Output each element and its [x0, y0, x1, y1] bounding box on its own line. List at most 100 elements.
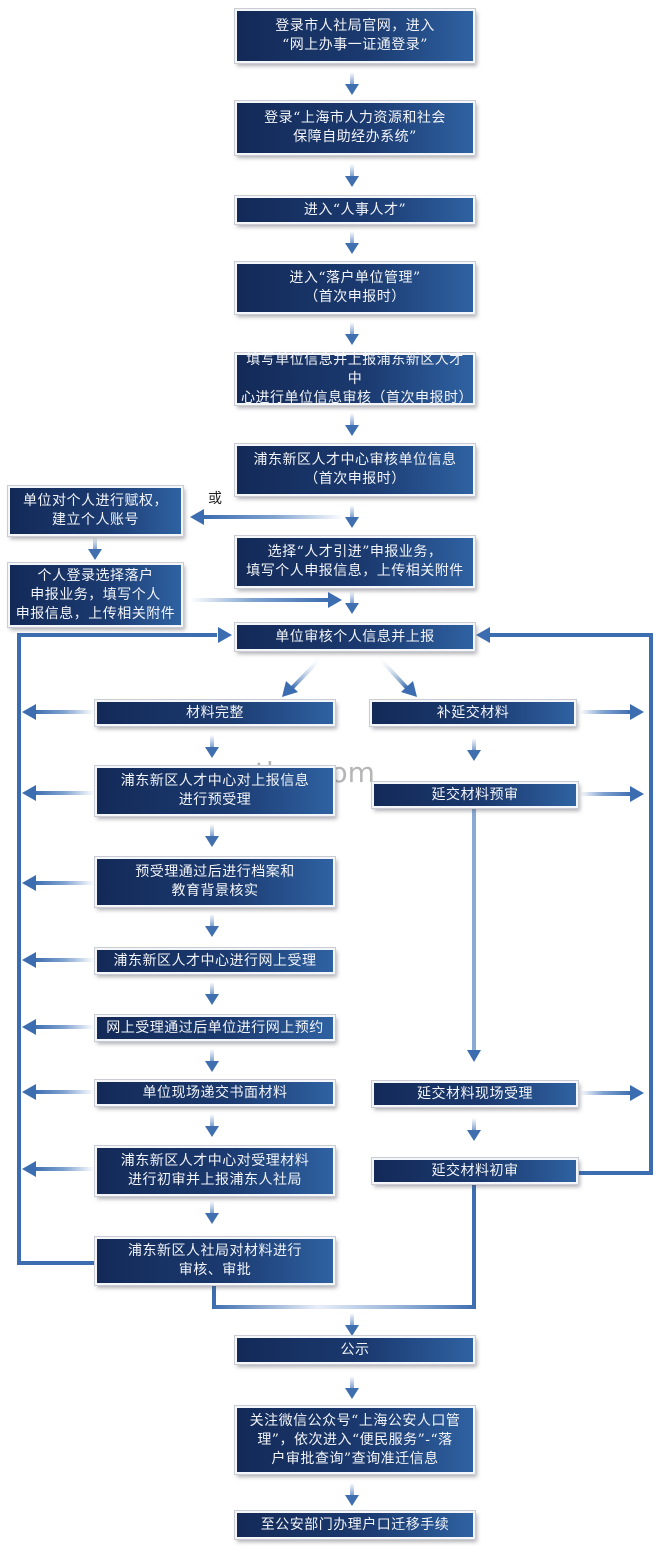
down-arrow-l6: [205, 1114, 219, 1138]
step-text-line: 预受理通过后进行档案和: [135, 864, 295, 880]
down-arrow-alt: [88, 537, 102, 561]
down-arrow-7: [345, 591, 359, 615]
right-side-arrowhead-1: [630, 704, 644, 720]
step-text-line: 审核、审批: [178, 1262, 252, 1278]
step-final-approval: 浦东新区人社局对材料进行审核、审批: [95, 1237, 335, 1285]
step-supplement-materials: 补延交材料: [370, 700, 576, 726]
or-branch-arrow: [204, 515, 344, 519]
step-individual-login-apply: 个人登录选择落户申报业务，填写个人申报信息，上传相关附件: [8, 563, 183, 627]
step-pre-acceptance: 浦东新区人才中心对上报信息进行预受理: [95, 766, 335, 816]
right-loop-line-vertical: [649, 633, 653, 1175]
down-arrow-5: [345, 413, 359, 437]
down-arrow-l7: [205, 1201, 219, 1225]
left-side-arrowhead-6: [22, 1084, 36, 1100]
down-arrow-l2: [205, 824, 219, 848]
left-loop-line-top: [17, 633, 217, 637]
or-branch-arrowhead: [190, 509, 204, 525]
step-supplement-onsite-acceptance: 延交材料现场受理: [372, 1081, 578, 1107]
left-side-arrowhead-2: [22, 785, 36, 801]
step-submit-paper-materials: 单位现场递交书面材料: [95, 1080, 335, 1106]
step-text-line: 进行初审并上报浦东人社局: [128, 1172, 302, 1188]
step-archive-verification: 预受理通过后进行档案和教育背景核实: [95, 857, 335, 907]
right-side-arrow-3: [580, 1091, 632, 1095]
step-supplement-preliminary-review: 延交材料初审: [372, 1158, 578, 1184]
left-side-arrow-7: [34, 1167, 94, 1171]
step-text-line: 网上受理通过后单位进行网上预约: [106, 1019, 324, 1036]
right-side-arrowhead-2: [630, 786, 644, 802]
step-household-transfer: 至公安部门办理户口迁移手续: [235, 1511, 475, 1539]
split-arrowhead-right: [401, 681, 417, 697]
split-arrow-left: [290, 655, 324, 690]
alt2-to-main-arrowhead: [328, 592, 342, 608]
step-text-line: 材料完整: [186, 704, 244, 721]
step-personnel-talent: 进入“人事人才”: [235, 196, 475, 224]
step-login-portal: 登录市人社局官网，进入“网上办事一证通登录”: [235, 9, 475, 63]
step-select-talent-introduction: 选择“人才引进”申报业务，填写个人申报信息，上传相关附件: [235, 536, 475, 588]
step-fill-unit-info: 填写单位信息并上报浦东新区人才中心进行单位信息审核（首次申报时）: [235, 351, 475, 406]
step-text-line: 浦东新区人社局对材料进行: [128, 1243, 302, 1259]
down-arrow-8: [345, 1313, 359, 1337]
left-side-arrowhead-3: [22, 875, 36, 891]
left-side-arrow-6: [34, 1090, 94, 1094]
left-side-arrowhead-5: [22, 1019, 36, 1035]
left-side-arrowhead-1: [22, 704, 36, 720]
step-settlement-unit-management: 进入“落户单位管理” （首次申报时）: [235, 262, 475, 314]
down-arrow-l1: [205, 735, 219, 759]
right-loop-line-bottom: [576, 1171, 653, 1175]
step-wechat-query: 关注微信公众号“上海公安人口管理”，依次进入“便民服务”-“落户审批查询”查询准…: [235, 1406, 475, 1474]
step-materials-complete: 材料完整: [95, 700, 335, 726]
or-label: 或: [208, 491, 222, 507]
step-unit-review-individual: 单位审核个人信息并上报: [235, 623, 475, 651]
step-text-line: 单位现场递交书面材料: [142, 1084, 288, 1101]
step-text-line: 浦东新区人才中心对受理材料: [120, 1153, 310, 1169]
split-arrowhead-left: [282, 681, 298, 697]
down-arrow-10: [345, 1483, 359, 1507]
left-loop-line-vertical: [17, 633, 21, 1265]
step-text-line: 申报信息，上传相关附件: [15, 605, 176, 622]
left-side-arrow-2: [34, 791, 94, 795]
step-text-line: 选择“人才引进”申报业务，: [267, 544, 443, 560]
merge-right-vertical: [472, 1185, 476, 1309]
merge-left-vertical: [212, 1283, 216, 1309]
step-text-line: （首次申报时）: [304, 289, 406, 305]
left-side-arrow-3: [34, 881, 94, 885]
left-side-arrow-1: [34, 710, 94, 714]
left-side-arrowhead-4: [22, 952, 36, 968]
step-text-line: 单位审核个人信息并上报: [275, 628, 435, 645]
step-online-appointment: 网上受理通过后单位进行网上预约: [95, 1015, 335, 1041]
step-text-line: 登录市人社局官网，进入: [275, 18, 435, 34]
step-text-line: 进入“人事人才”: [303, 201, 407, 218]
step-text-line: 公示: [340, 1341, 370, 1358]
left-side-arrowhead-7: [22, 1161, 36, 1177]
step-text-line: 心进行单位信息审核（首次申报时）: [241, 389, 473, 406]
step-login-system: 登录“上海市人力资源和社会保障自助经办系统”: [235, 101, 475, 155]
step-text-line: 申报业务，填写个人: [30, 586, 161, 603]
step-text-line: 进行预受理: [178, 792, 252, 808]
step-text-line: 户审批查询”查询准迁信息: [271, 1450, 439, 1467]
step-text-line: 理”，依次进入“便民服务”-“落: [257, 1431, 453, 1448]
step-text-line: 延交材料现场受理: [417, 1085, 533, 1102]
alt2-to-main-arrow: [190, 598, 330, 602]
down-arrow-3: [345, 231, 359, 255]
step-text-line: 延交材料初审: [431, 1162, 519, 1179]
step-review-unit-info: 浦东新区人才中心审核单位信息（首次申报时）: [235, 444, 475, 496]
step-text-line: 保障自助经办系统”: [293, 129, 417, 145]
left-side-arrow-5: [34, 1025, 94, 1029]
right-side-arrowhead-3: [630, 1085, 644, 1101]
down-arrow-1: [345, 72, 359, 96]
step-text-line: 延交材料预审: [431, 786, 519, 803]
r2-to-r3-arrowhead: [467, 1050, 481, 1062]
split-arrow-right: [376, 655, 409, 690]
step-unit-grant-authority: 单位对个人进行赋权，建立个人账号: [8, 486, 183, 536]
right-side-arrow-2: [580, 792, 632, 796]
step-text-line: 教育背景核实: [171, 883, 259, 899]
step-text-line: 至公安部门办理户口迁移手续: [260, 1516, 450, 1533]
step-text-line: 浦东新区人才中心对上报信息: [120, 773, 310, 789]
down-arrow-l3: [205, 914, 219, 938]
down-arrow-6: [345, 505, 359, 529]
step-supplement-pre-review: 延交材料预审: [372, 782, 578, 808]
step-text-line: 进入“落户单位管理”: [289, 270, 421, 286]
right-side-arrow-1: [580, 710, 632, 714]
step-text-line: 填写单位信息并上报浦东新区人才中: [246, 351, 464, 387]
